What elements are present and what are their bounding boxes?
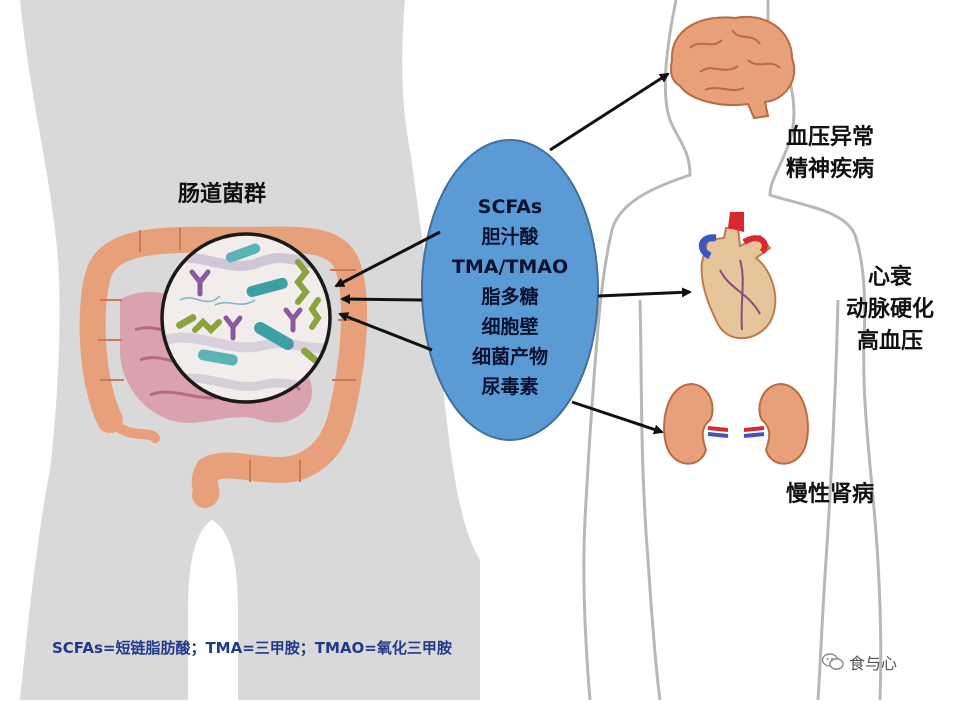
brain-disease-line: 精神疾病 [786, 157, 875, 182]
bacterium-rod [198, 349, 238, 366]
bacterium-rod [225, 243, 261, 263]
watermark: 食与心 [822, 650, 897, 674]
bacterium-rod [176, 314, 197, 329]
kidney-disease-label: 慢性肾病 [786, 482, 875, 507]
brain-disease-labels: 血压异常 精神疾病 [786, 122, 874, 186]
gut-bacteria-content [163, 243, 330, 394]
wechat-icon [822, 653, 844, 670]
arrow-to-brain [549, 72, 670, 152]
bacterium-spiral [294, 259, 310, 305]
metabolite-item: 胆汁酸 [481, 226, 539, 248]
bacterium-rod [300, 347, 319, 364]
metabolite-item: 尿毒素 [481, 376, 539, 398]
arrow-to-gut-top [334, 230, 441, 288]
metabolite-ellipse [421, 139, 599, 441]
brain-disease-line: 血压异常 [786, 125, 875, 150]
gut-bacteria-lens-ring [160, 232, 332, 404]
kidney-right-icon [743, 382, 809, 465]
heart-disease-line: 动脉硬化 [845, 297, 934, 322]
heart-disease-line: 高血压 [856, 329, 923, 354]
heart-disease-labels: 心衰 动脉硬化 高血压 [830, 262, 950, 358]
right-arm-inner [638, 299, 840, 701]
heart-icon [698, 212, 777, 340]
appendix [107, 417, 160, 443]
abbreviation-footnote: SCFAs=短链脂肪酸；TMA=三甲胺；TMAO=氧化三甲胺 [52, 639, 452, 657]
antibody-y [223, 315, 243, 341]
metabolite-item: TMA/TMAO [451, 256, 569, 278]
bacterium-spiral [192, 317, 222, 335]
bacterium-spiral [308, 297, 322, 330]
metabolite-item: 细胞壁 [481, 316, 539, 338]
metabolite-item: 脂多糖 [481, 286, 539, 308]
bacterium-rod [254, 322, 294, 350]
gut-microbiota-label: 肠道菌群 [178, 182, 267, 207]
brain-icon [670, 15, 796, 120]
heart-disease-line: 心衰 [867, 265, 912, 290]
arrow-to-gut-mid [340, 294, 423, 305]
arrow-to-kidney [571, 400, 664, 435]
colon [79, 226, 368, 508]
arrow-to-gut-bottom [338, 312, 433, 352]
metabolite-list: SCFAs 胆汁酸 TMA/TMAO 脂多糖 细胞壁 细菌产物 尿毒素 [430, 192, 590, 402]
metabolite-item: 细菌产物 [471, 346, 548, 368]
bacterium-rod [246, 277, 288, 298]
kidney-left-icon [663, 382, 729, 465]
right-body-outline [582, 0, 883, 701]
arrow-to-heart [597, 287, 692, 298]
antibody-y [283, 307, 303, 333]
antibody-y [189, 269, 211, 297]
watermark-text: 食与心 [849, 654, 898, 673]
metabolite-item: SCFAs [477, 196, 543, 218]
